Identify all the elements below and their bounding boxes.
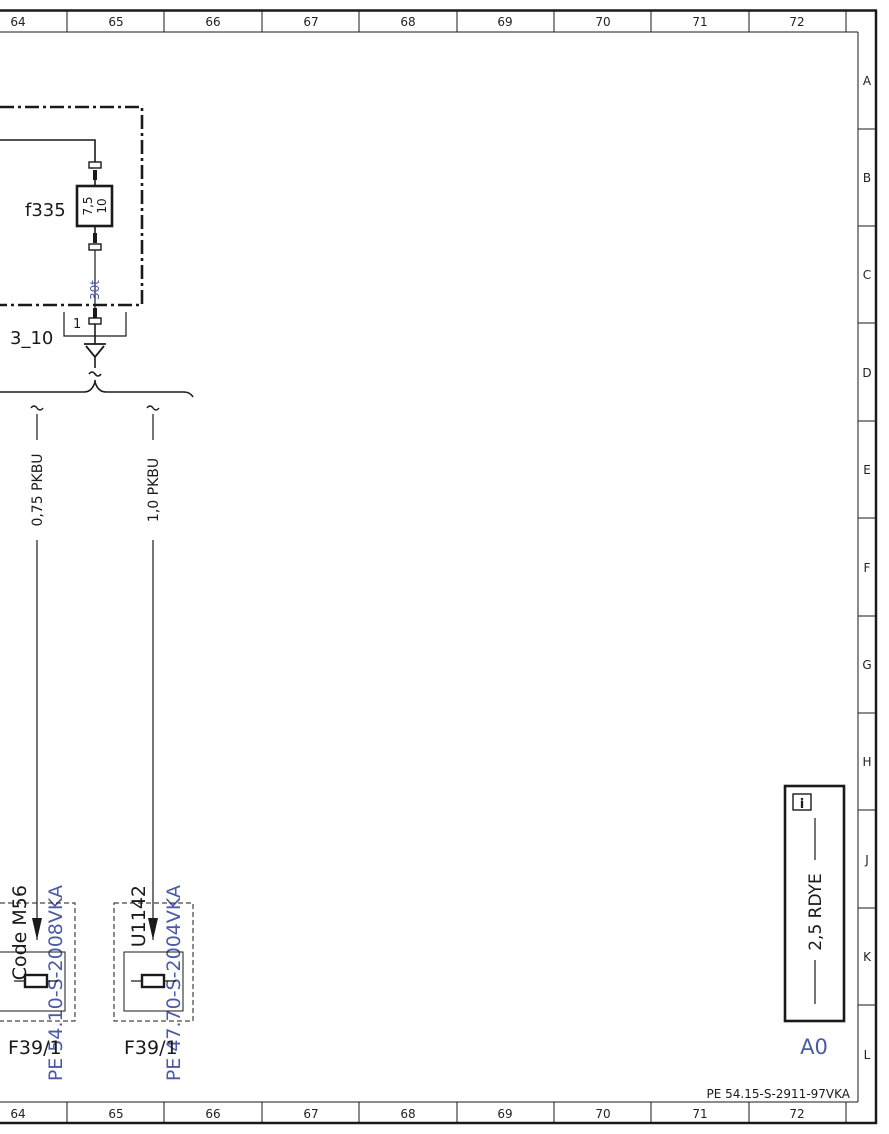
col-label: 68 (400, 15, 415, 29)
component-f39-1-left (0, 902, 76, 1022)
row-label: E (863, 463, 871, 477)
info-label: A0 (800, 1035, 828, 1059)
col-label: 64 (10, 1107, 25, 1121)
row-label: K (863, 950, 872, 964)
col-label: 66 (205, 15, 220, 29)
fuse-label: f335 (25, 200, 66, 221)
column-ruler (66, 10, 750, 1124)
col-label: 69 (497, 15, 512, 29)
frame (0, 9, 878, 1125)
row-label: C (863, 268, 871, 282)
wire-spec-1: 0,75 PKBU (30, 453, 46, 526)
col-label: 72 (789, 15, 804, 29)
col-label: 70 (595, 1107, 610, 1121)
row-label: J (864, 853, 869, 867)
col-label: 65 (108, 15, 123, 29)
col-label: 72 (789, 1107, 804, 1121)
fuse-f335 (0, 139, 127, 382)
col-label: 67 (303, 15, 318, 29)
info-wire-spec: 2,5 RDYE (806, 873, 826, 951)
col-label: 70 (595, 15, 610, 29)
wire-code-2: U1142 (128, 885, 150, 947)
row-label: L (864, 1048, 871, 1062)
wire-code-1: Code M56 (9, 885, 31, 980)
col-label: 68 (400, 1107, 415, 1121)
wire-ref-1: PE 54.10-S-2008VKA (45, 885, 67, 1081)
col-label: 69 (497, 1107, 512, 1121)
info-icon-glyph: i (800, 797, 804, 812)
row-labels: A B C D E F G H J K L (862, 74, 872, 1062)
col-label: 66 (205, 1107, 220, 1121)
column-labels-bottom: 64 65 66 67 68 69 70 71 72 (10, 1107, 804, 1121)
fuse-rating-bottom: 10 (95, 198, 109, 213)
document-reference: PE 54.15-S-2911-97VKA (707, 1087, 851, 1101)
component-label-2: F39/1 (124, 1037, 178, 1059)
row-label: H (862, 755, 871, 769)
col-label: 64 (10, 15, 25, 29)
col-label: 71 (692, 1107, 707, 1121)
connector-label: 3_10 (10, 328, 53, 349)
wire-spec-2: 1,0 PKBU (146, 458, 162, 522)
terminal-label: 30t (88, 280, 102, 300)
fuse-module-outline (0, 105, 144, 307)
component-label-1: F39/1 (8, 1037, 62, 1059)
fuse-rating-text: 7,5 10 (81, 196, 109, 215)
col-label: 71 (692, 15, 707, 29)
row-label: A (863, 74, 872, 88)
fuse-rating-top: 7,5 (81, 196, 95, 215)
row-ruler (858, 128, 876, 1006)
row-label: D (862, 366, 871, 380)
component-f39-1 (113, 902, 194, 1022)
col-label: 65 (108, 1107, 123, 1121)
pin-label: 1 (73, 317, 81, 332)
row-label: G (862, 658, 871, 672)
col-label: 67 (303, 1107, 318, 1121)
wire-ref-2: PE 47.70-S-2004VKA (163, 885, 185, 1081)
row-label: F (864, 561, 871, 575)
row-label: B (863, 171, 871, 185)
info-icon (792, 793, 812, 811)
column-labels-top: 64 65 66 67 68 69 70 71 72 (10, 15, 804, 29)
distribution-bus (0, 379, 194, 398)
